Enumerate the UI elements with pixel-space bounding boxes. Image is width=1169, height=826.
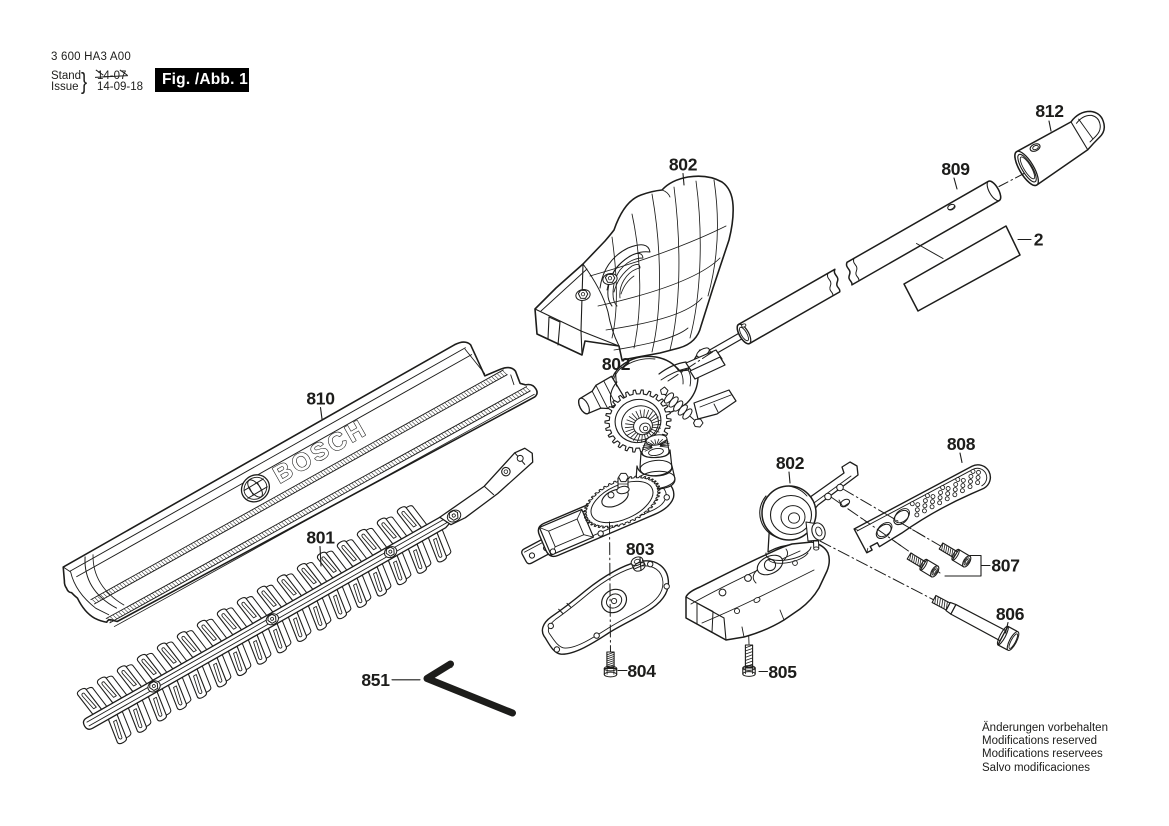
callout-808: 808 <box>947 434 976 454</box>
legal-line-es: Salvo modificaciones <box>982 761 1091 774</box>
leader-802-top <box>682 172 685 186</box>
revision-dates: 14-07 14-09-18 <box>94 69 143 93</box>
leader-807-bracket <box>944 554 991 577</box>
callout-801: 801 <box>306 528 335 548</box>
leader-810 <box>319 406 323 420</box>
revision-brace: } <box>81 67 88 94</box>
callout-2: 2 <box>1034 230 1044 250</box>
part-808-support-blade <box>853 464 992 554</box>
centerline-tube-coupler <box>998 173 1025 187</box>
part-810-blade-guard: BOSCH <box>62 341 538 627</box>
callout-803: 803 <box>626 539 655 559</box>
figure-caption-box: Fig. /Abb. 1 <box>155 68 249 92</box>
part-802-upper-housing <box>534 175 734 361</box>
gearbox-spring <box>660 386 704 428</box>
revision-label-de: Stand <box>51 69 82 82</box>
revision-label-en: Issue <box>51 80 79 93</box>
leader-806 <box>1004 621 1009 634</box>
callout-851: 851 <box>361 670 390 690</box>
part-807-screw-a <box>938 542 972 568</box>
part-801-blade <box>76 447 534 745</box>
callout-802-right: 802 <box>776 453 805 473</box>
leader-803 <box>639 556 642 572</box>
part-804-screw <box>603 651 618 678</box>
title-block: 3 600 HA3 A00 Stand Issue } 14-07 14-09-… <box>51 51 143 94</box>
revision-new-date: 14-09-18 <box>97 81 144 93</box>
callout-labels: 812 809 2 802 802 802 810 801 803 804 80… <box>306 101 1064 690</box>
leader-802-right <box>788 471 791 484</box>
callout-805: 805 <box>768 662 797 682</box>
legal-line-fr: Modifications reservees <box>982 748 1103 761</box>
bosch-logo-icon <box>240 474 270 503</box>
callout-807: 807 <box>991 556 1019 576</box>
callout-812: 812 <box>1035 101 1064 121</box>
part-802-right-housing <box>685 461 859 641</box>
centerline-806 <box>819 540 935 601</box>
callout-804: 804 <box>627 661 656 681</box>
part-812-coupler <box>1014 110 1106 187</box>
revision-old-date: 14-07 <box>94 69 129 83</box>
legal-line-de: Änderungen vorbehalten <box>982 722 1108 734</box>
part-807-screw-b <box>906 552 940 578</box>
dimple-holes <box>909 468 981 518</box>
legal-line-en: Modifications reserved <box>982 735 1098 748</box>
part-806-bolt <box>931 594 1020 651</box>
centerline-stubs <box>861 513 926 547</box>
callout-leader-lines <box>319 120 1052 681</box>
leader-808 <box>959 452 963 464</box>
callout-806: 806 <box>996 604 1025 624</box>
callout-809: 809 <box>941 159 970 179</box>
revision-block: Stand Issue } 14-07 14-09-18 <box>51 67 143 94</box>
centerline-gearbox-shaft <box>667 350 715 382</box>
part-802-gearbox <box>577 347 737 529</box>
legal-notice: Änderungen vorbehalten Modifications res… <box>982 722 1108 775</box>
part-803-cover-plate <box>541 556 670 655</box>
leader-802-mid <box>614 371 618 387</box>
centerline-803-804 <box>609 521 611 653</box>
part-851-allen-key <box>423 660 516 717</box>
callout-802-top: 802 <box>669 155 698 175</box>
callout-802-mid: 802 <box>602 354 631 374</box>
part-2-label <box>903 225 1021 312</box>
part-809-tube <box>706 180 1002 357</box>
type-code: 3 600 HA3 A00 <box>51 51 131 63</box>
leader-809 <box>953 177 958 190</box>
part-805-screw <box>742 644 756 677</box>
leader-801 <box>319 545 322 567</box>
callout-810: 810 <box>306 389 335 409</box>
leader-812 <box>1048 120 1052 132</box>
